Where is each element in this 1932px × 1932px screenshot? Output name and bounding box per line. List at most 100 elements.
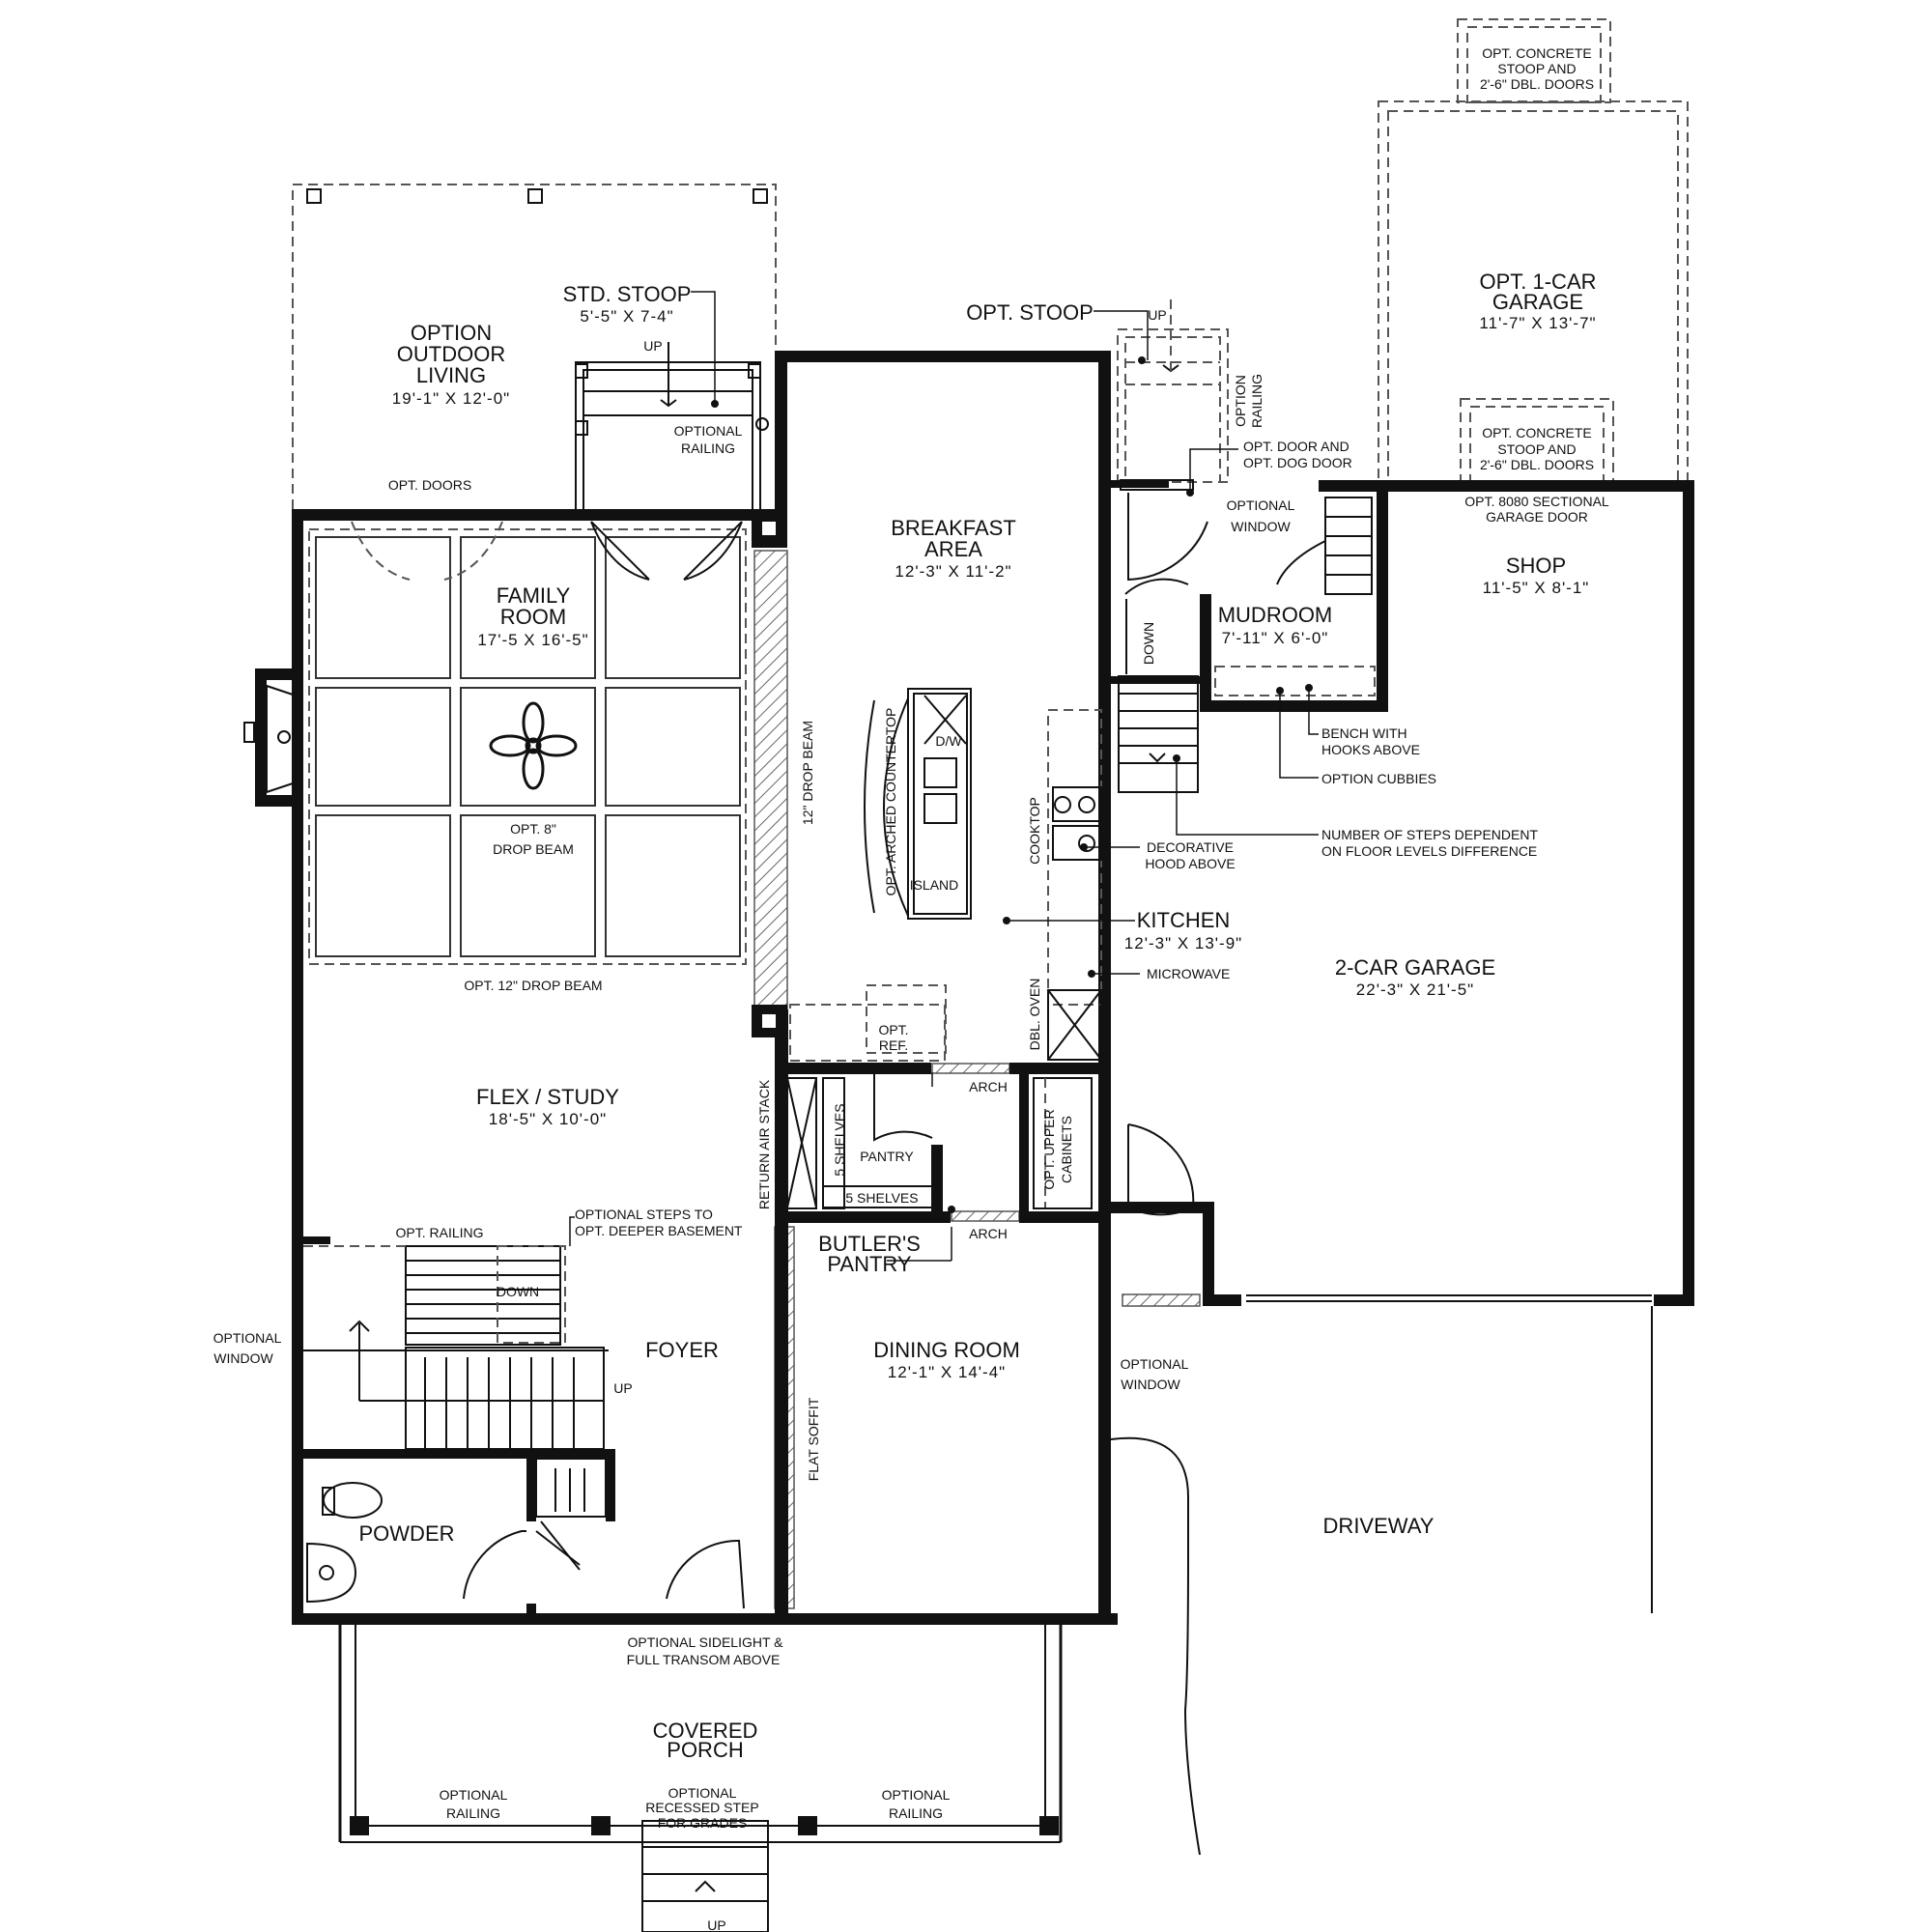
svg-text:OPTIONAL: OPTIONAL — [1227, 497, 1295, 513]
dining-label: DINING ROOM — [873, 1338, 1020, 1362]
covered-porch-outline — [338, 1625, 1063, 1843]
svg-text:WINDOW: WINDOW — [213, 1350, 273, 1366]
leaders — [569, 291, 1319, 1262]
pantry-shelves — [786, 1077, 1093, 1209]
kitchen-counters — [789, 688, 1102, 1062]
powder-fixtures — [306, 1458, 607, 1604]
outdoor-living-label: OPTION — [411, 321, 492, 345]
svg-text:OPT. CONCRETE: OPT. CONCRETE — [1482, 425, 1592, 440]
svg-text:OPTIONAL SIDELIGHT &: OPTIONAL SIDELIGHT & — [627, 1634, 783, 1650]
opt-garage-dim: 11'-7" X 13'-7" — [1479, 314, 1596, 332]
svg-text:OPTIONAL: OPTIONAL — [674, 423, 743, 439]
svg-text:MICROWAVE: MICROWAVE — [1147, 966, 1230, 981]
drop-beam-12-hatch — [753, 550, 788, 1010]
svg-text:RAILING: RAILING — [889, 1805, 943, 1821]
svg-text:OPT.: OPT. — [878, 1022, 908, 1037]
dining-dim: 12'-1" X 14'-4" — [888, 1363, 1006, 1381]
pantry-label: PANTRY — [860, 1149, 914, 1164]
svg-text:ISLAND: ISLAND — [910, 877, 959, 893]
driveway-label: DRIVEWAY — [1323, 1514, 1435, 1538]
svg-text:D/W: D/W — [935, 733, 962, 749]
coffered-ceiling-grid — [308, 528, 747, 965]
porch-label: PORCH — [667, 1738, 743, 1762]
interior-walls — [292, 1009, 1111, 1625]
shop-dim: 11'-5" X 8'-1" — [1483, 579, 1590, 597]
svg-text:HOOKS ABOVE: HOOKS ABOVE — [1321, 742, 1420, 757]
svg-text:ARCH: ARCH — [969, 1226, 1008, 1241]
breakfast-dim: 12'-3" X 11'-2" — [895, 562, 1011, 581]
svg-text:GARAGE DOOR: GARAGE DOOR — [1486, 509, 1588, 525]
mudroom-dim: 7'-11" X 6'-0" — [1222, 629, 1329, 647]
svg-text:DROP BEAM: DROP BEAM — [493, 841, 574, 857]
arch-hatch-bottom — [951, 1210, 1020, 1222]
svg-text:OPTION CUBBIES: OPTION CUBBIES — [1321, 771, 1436, 786]
porch-label: COVERED — [653, 1719, 758, 1743]
opt-garage-label: OPT. 1-CAR — [1479, 270, 1596, 294]
svg-text:OPT. 12" DROP BEAM: OPT. 12" DROP BEAM — [464, 978, 602, 993]
svg-text:OPT. ARCHED COUNTERTOP: OPT. ARCHED COUNTERTOP — [883, 708, 898, 896]
svg-text:BENCH WITH: BENCH WITH — [1321, 725, 1407, 741]
fireplace — [243, 684, 297, 794]
svg-text:FLAT SOFFIT: FLAT SOFFIT — [806, 1397, 821, 1481]
room-labels: OPTION OUTDOOR LIVING 19'-1" X 12'-0" ST… — [359, 270, 1597, 1762]
svg-text:UP: UP — [613, 1380, 632, 1396]
outdoor-living-label: LIVING — [416, 363, 486, 387]
butlers-pantry-label: BUTLER'S — [818, 1232, 921, 1256]
breakfast-label: BREAKFAST — [891, 516, 1016, 540]
annotation-notes: UP OPTIONAL RAILING OPT. DOORS OPT. STOO… — [213, 45, 1609, 1932]
garage-door-hatch — [1122, 1293, 1201, 1307]
svg-text:OPT. CONCRETE: OPT. CONCRETE — [1482, 45, 1592, 61]
svg-text:OPT. 8": OPT. 8" — [510, 821, 556, 837]
optional-outdoor-living — [292, 184, 777, 514]
svg-text:FOR GRADES: FOR GRADES — [658, 1815, 748, 1831]
svg-text:5 SHELVES: 5 SHELVES — [832, 1103, 847, 1176]
svg-text:STOOP AND: STOOP AND — [1497, 441, 1576, 457]
svg-text:CABINETS: CABINETS — [1059, 1116, 1074, 1183]
svg-text:OPT. DOOR AND: OPT. DOOR AND — [1243, 439, 1350, 454]
garage-dim: 22'-3" X 21'-5" — [1356, 980, 1474, 999]
std-stoop-label: STD. STOOP — [563, 282, 692, 306]
svg-text:OPTION: OPTION — [1233, 375, 1248, 427]
family-room-label: FAMILY — [497, 583, 571, 608]
svg-text:2'-6" DBL. DOORS: 2'-6" DBL. DOORS — [1480, 76, 1594, 92]
opt-garage-label: GARAGE — [1492, 290, 1583, 314]
outdoor-living-label: OUTDOOR — [397, 342, 505, 366]
svg-text:ARCH: ARCH — [969, 1079, 1008, 1094]
svg-text:FULL TRANSOM ABOVE: FULL TRANSOM ABOVE — [627, 1652, 781, 1667]
flex-study-dim: 18'-5" X 10'-0" — [489, 1110, 607, 1128]
svg-text:DBL. OVEN: DBL. OVEN — [1027, 979, 1042, 1051]
flex-study-label: FLEX / STUDY — [476, 1085, 619, 1109]
powder-label: POWDER — [359, 1521, 455, 1546]
svg-text:OPT. DEEPER BASEMENT: OPT. DEEPER BASEMENT — [575, 1223, 743, 1238]
svg-text:OPT. DOORS: OPT. DOORS — [388, 477, 471, 493]
svg-text:OPT. RAILING: OPT. RAILING — [395, 1225, 483, 1240]
exterior-walls — [255, 351, 1694, 1625]
driveway-lines — [1110, 1306, 1653, 1856]
porch-stair — [641, 1820, 769, 1932]
svg-text:RECESSED STEP: RECESSED STEP — [645, 1800, 758, 1815]
butlers-pantry-label: PANTRY — [827, 1252, 912, 1276]
svg-text:STOOP AND: STOOP AND — [1497, 61, 1576, 76]
kitchen-label: KITCHEN — [1137, 908, 1231, 932]
svg-text:OPTIONAL: OPTIONAL — [213, 1330, 282, 1346]
svg-text:DOWN: DOWN — [1141, 622, 1156, 665]
stoop-opt — [1117, 299, 1229, 483]
svg-text:REF.: REF. — [879, 1037, 908, 1053]
arch-hatch-top — [931, 1063, 1010, 1074]
svg-text:OPTIONAL: OPTIONAL — [440, 1787, 508, 1803]
svg-text:OPTIONAL STEPS TO: OPTIONAL STEPS TO — [575, 1207, 713, 1222]
svg-text:UP: UP — [1148, 307, 1166, 323]
svg-text:RAILING: RAILING — [1249, 374, 1264, 428]
kitchen-dim: 12'-3" X 13'-9" — [1124, 934, 1242, 952]
family-room-label: ROOM — [500, 605, 566, 629]
family-room-dim: 17'-5 X 16'-5" — [477, 631, 588, 649]
svg-text:OPT. UPPER: OPT. UPPER — [1041, 1109, 1057, 1189]
garage-label: 2-CAR GARAGE — [1335, 955, 1495, 980]
svg-text:ON FLOOR LEVELS DIFFERENCE: ON FLOOR LEVELS DIFFERENCE — [1321, 843, 1537, 859]
foyer-label: FOYER — [645, 1338, 719, 1362]
svg-text:12" DROP BEAM: 12" DROP BEAM — [800, 721, 815, 825]
svg-text:RAILING: RAILING — [446, 1805, 500, 1821]
doors — [351, 493, 1652, 1609]
outdoor-living-dim: 19'-1" X 12'-0" — [392, 389, 510, 408]
